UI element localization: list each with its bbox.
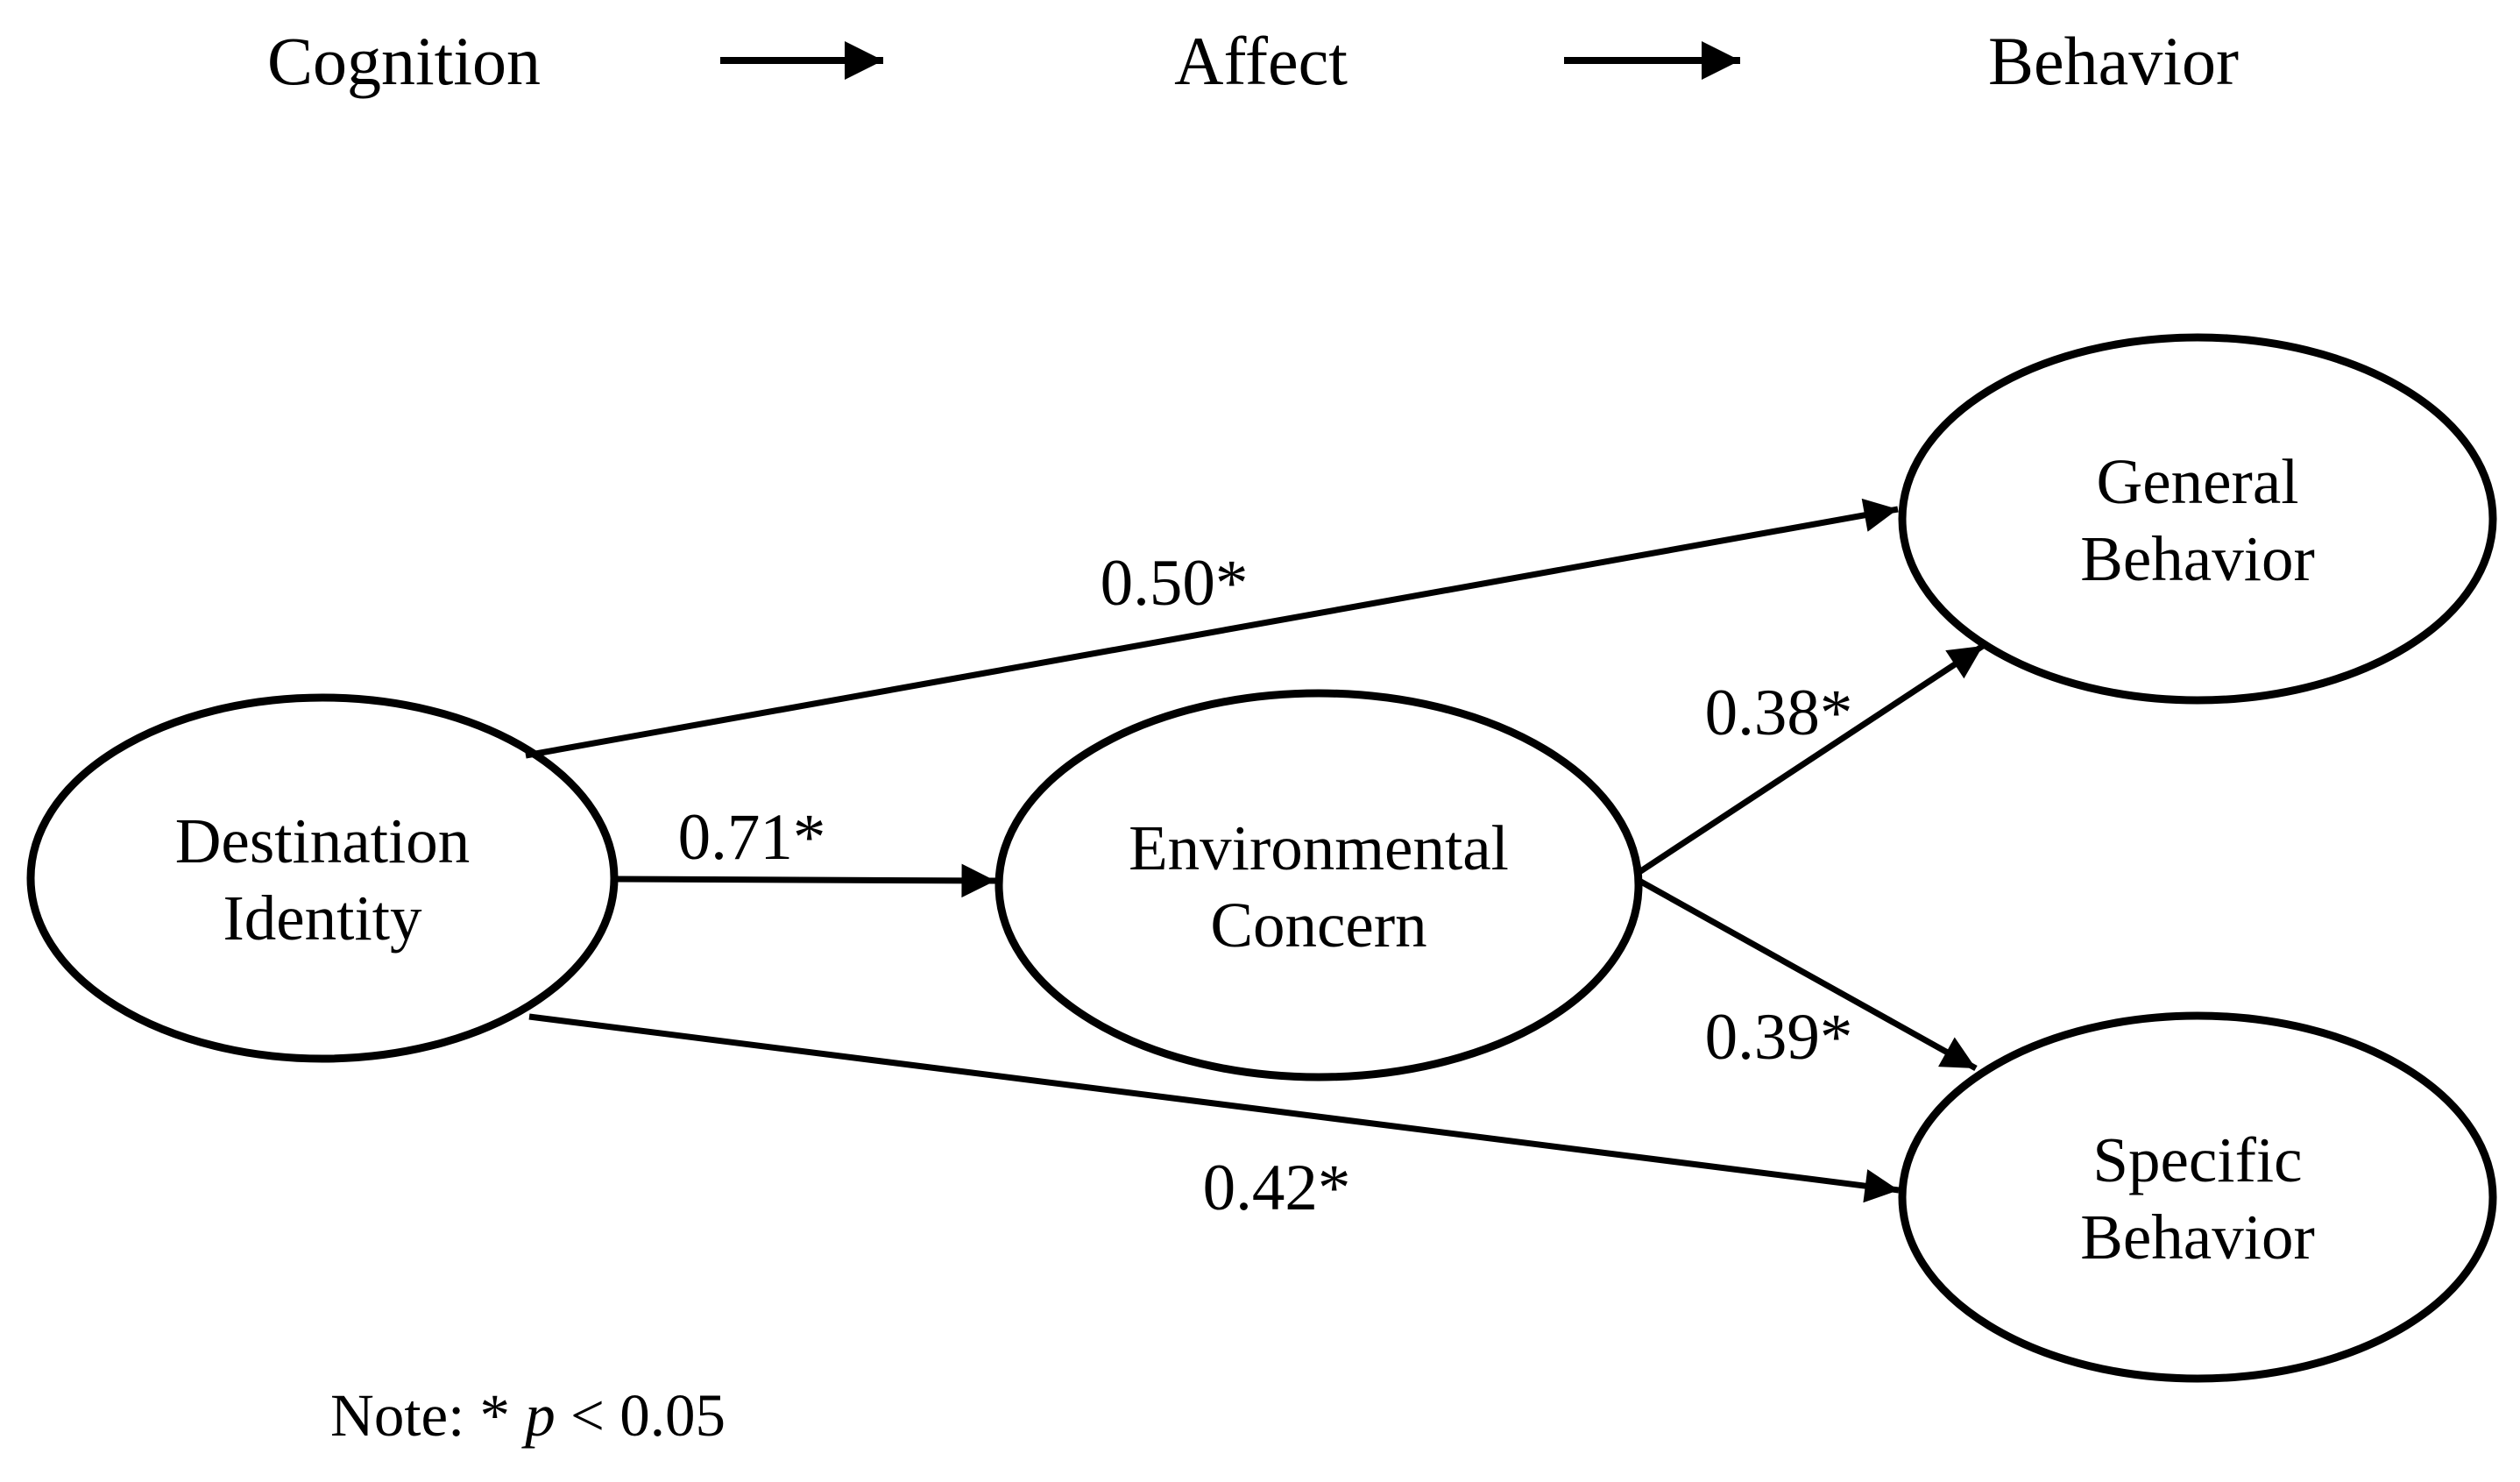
node-labels: Destination Identity Environmental Conce… bbox=[175, 446, 2315, 1273]
nodes bbox=[26, 333, 2497, 1383]
note-p-italic: p bbox=[520, 1382, 556, 1449]
node-general-behavior-ellipse bbox=[1898, 333, 2497, 705]
coefficient-di-to-ec: 0.71* bbox=[678, 801, 826, 874]
path-environmental-concern-to-specific-behavior-arrow bbox=[1638, 877, 1978, 1072]
coefficient-ec-to-sb: 0.39* bbox=[1705, 1001, 1853, 1074]
node-destination-identity-label-line1: Destination bbox=[175, 805, 471, 876]
node-environmental-concern-label-line1: Environmental bbox=[1129, 812, 1509, 883]
node-environmental-concern-ellipse bbox=[995, 689, 1643, 1081]
node-destination-identity-label-line2: Identity bbox=[223, 883, 422, 954]
stage-label-behavior: Behavior bbox=[1988, 23, 2239, 99]
stage-label-affect: Affect bbox=[1174, 23, 1348, 99]
note-text: Note: * p < 0.05 bbox=[330, 1382, 726, 1449]
note-prefix: Note: * bbox=[330, 1382, 525, 1449]
node-general-behavior-label-line2: Behavior bbox=[2080, 523, 2315, 594]
path-destination-identity-to-specific-behavior-arrow bbox=[528, 1013, 1900, 1203]
path-destination-identity-to-environmental-concern-arrow bbox=[614, 863, 996, 898]
node-destination-identity-ellipse bbox=[26, 693, 619, 1063]
node-specific-behavior-ellipse bbox=[1898, 1011, 2497, 1383]
coefficients: 0.50* 0.71* 0.38* 0.39* 0.42* bbox=[678, 547, 1853, 1224]
node-specific-behavior-label-line1: Specific bbox=[2092, 1124, 2302, 1195]
coefficient-ec-to-gb: 0.38* bbox=[1705, 677, 1853, 749]
path-destination-identity-to-general-behavior-arrow bbox=[525, 498, 1899, 759]
note-suffix: < 0.05 bbox=[556, 1382, 726, 1449]
path-environmental-concern-to-general-behavior-arrow bbox=[1638, 643, 1985, 875]
node-specific-behavior-label-line2: Behavior bbox=[2080, 1202, 2315, 1273]
stage-label-cognition: Cognition bbox=[267, 23, 541, 99]
header-flow: Cognition Affect Behavior bbox=[267, 23, 2239, 99]
node-general-behavior-label-line1: General bbox=[2096, 446, 2298, 517]
node-environmental-concern-label-line2: Concern bbox=[1210, 890, 1426, 961]
coefficient-di-to-sb: 0.42* bbox=[1203, 1152, 1351, 1224]
paths bbox=[525, 498, 1985, 1203]
coefficient-di-to-gb: 0.50* bbox=[1101, 547, 1249, 620]
